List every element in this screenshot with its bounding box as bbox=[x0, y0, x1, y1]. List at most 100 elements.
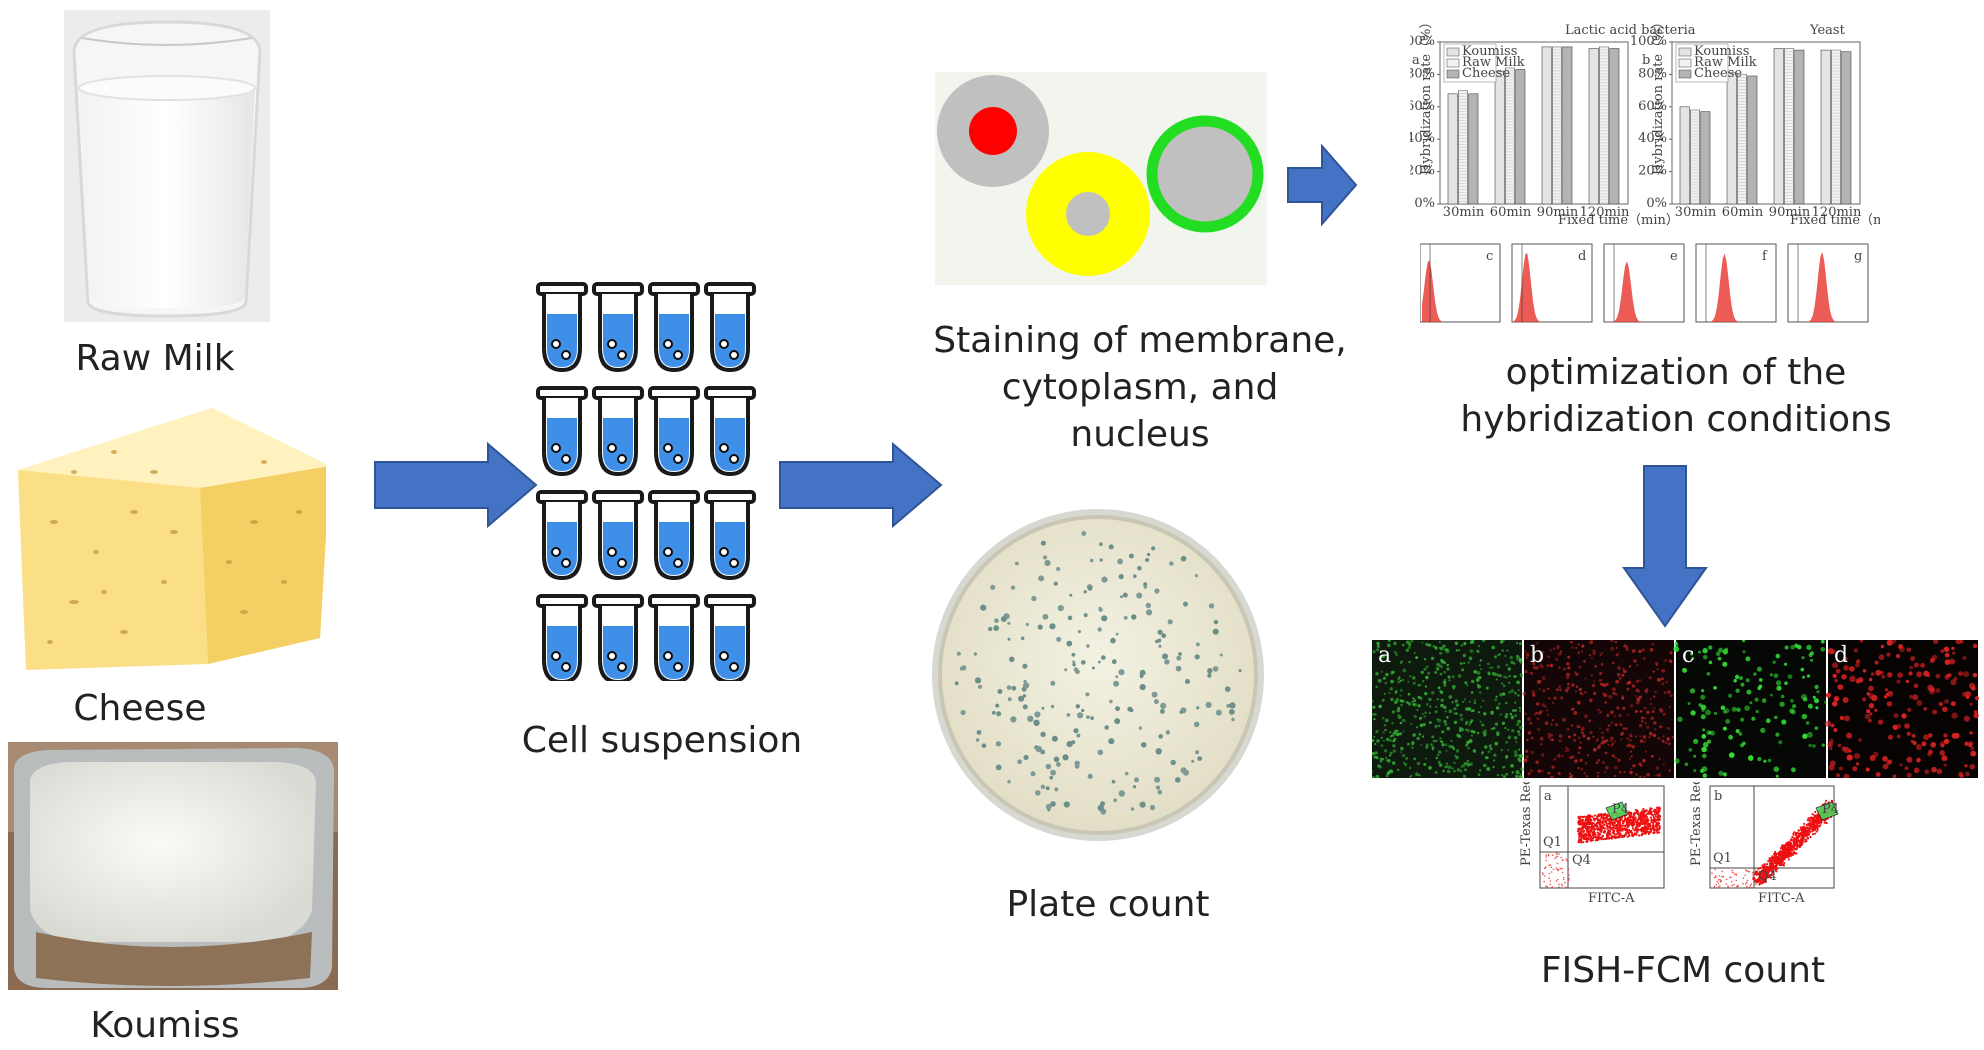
colony-dot bbox=[1162, 653, 1168, 660]
legend-swatch bbox=[1678, 47, 1692, 57]
bar bbox=[1588, 48, 1599, 205]
colony-dot bbox=[1118, 790, 1125, 797]
flow-histogram: d bbox=[1511, 243, 1593, 323]
fish-fcm-label: FISH-FCM count bbox=[1540, 950, 1826, 991]
colony-dot bbox=[1108, 544, 1114, 550]
raw-milk-label: Raw Milk bbox=[75, 338, 235, 379]
colony-dot bbox=[1040, 784, 1046, 789]
bar bbox=[1505, 67, 1515, 205]
test-tube-icon bbox=[648, 282, 700, 373]
histogram-label: e bbox=[1670, 249, 1678, 264]
colony-dot bbox=[1117, 558, 1123, 565]
colony-dot bbox=[1097, 627, 1102, 632]
bar bbox=[1747, 75, 1758, 205]
x-tick-label: 30min bbox=[1443, 205, 1485, 220]
y-tick-label: 40% bbox=[1638, 131, 1667, 146]
bar bbox=[1494, 70, 1505, 205]
colony-dot bbox=[1101, 576, 1108, 583]
red-nucleus-stain bbox=[969, 107, 1017, 155]
colony-dot bbox=[1072, 660, 1076, 664]
micrograph-label: d bbox=[1834, 643, 1848, 668]
colony-dot bbox=[1050, 680, 1056, 686]
colony-dot bbox=[1010, 716, 1017, 723]
test-tube-grid bbox=[536, 282, 756, 681]
legend-swatch bbox=[1678, 69, 1692, 79]
x-tick-label: 30min bbox=[1675, 205, 1717, 220]
colony-dot bbox=[1022, 663, 1028, 669]
y-tick-label: 20% bbox=[1638, 164, 1667, 179]
colony-dot bbox=[1131, 614, 1137, 620]
colony-dot bbox=[1118, 669, 1125, 676]
test-tube-icon bbox=[704, 490, 756, 581]
panel-label-b: b bbox=[1642, 53, 1650, 68]
colony-dot bbox=[997, 689, 1003, 694]
colony-dot bbox=[1219, 653, 1223, 657]
colony-dot bbox=[1071, 652, 1076, 657]
colony-dot bbox=[1149, 804, 1156, 811]
colony-dot bbox=[1037, 624, 1043, 630]
colony-dot bbox=[1022, 704, 1028, 710]
colony-dot bbox=[1161, 633, 1167, 639]
test-tube-icon bbox=[536, 594, 588, 681]
y-tick-label: 40% bbox=[1410, 131, 1435, 146]
colony-dot bbox=[1155, 785, 1161, 790]
colony-dot bbox=[1097, 804, 1104, 812]
colony-dot bbox=[1193, 721, 1200, 728]
plot-label: a bbox=[1544, 789, 1552, 804]
colony-dot bbox=[1134, 777, 1139, 783]
colony-dot bbox=[1158, 644, 1162, 648]
colony-dot bbox=[1139, 801, 1146, 808]
colony-dot bbox=[1157, 629, 1163, 635]
colony-dot bbox=[990, 584, 996, 590]
colony-dot bbox=[1071, 740, 1076, 745]
colony-dot bbox=[981, 743, 987, 748]
colony-dot bbox=[1111, 659, 1117, 665]
colony-dot bbox=[1169, 561, 1174, 566]
bar bbox=[1830, 49, 1841, 205]
colony-dot bbox=[1098, 606, 1102, 610]
colony-dot bbox=[1157, 789, 1163, 795]
colony-dot bbox=[1158, 734, 1163, 739]
colony-dot bbox=[1101, 615, 1108, 622]
colony-dot bbox=[1183, 601, 1188, 607]
colony-dot bbox=[1196, 706, 1200, 710]
colony-dot bbox=[980, 604, 987, 611]
colony-dot bbox=[1183, 769, 1189, 776]
colony-dot bbox=[1027, 715, 1034, 722]
colony-dot bbox=[1041, 706, 1045, 710]
colony-dot bbox=[996, 711, 1002, 717]
colony-dot bbox=[1067, 615, 1073, 621]
colony-dot bbox=[1212, 628, 1219, 635]
green-membrane-cell bbox=[1146, 115, 1264, 233]
legend-swatch bbox=[1678, 58, 1692, 68]
colony-dot bbox=[995, 741, 1002, 747]
colony-dot bbox=[1165, 730, 1171, 735]
test-tube-icon bbox=[648, 490, 700, 581]
colony-dot bbox=[1113, 798, 1117, 802]
cheese-wedge-icon bbox=[18, 408, 330, 670]
micrograph-panel: d bbox=[1824, 637, 1980, 780]
colony-dot bbox=[1086, 644, 1090, 648]
colony-dot bbox=[1010, 585, 1016, 590]
colony-dot bbox=[1099, 558, 1103, 562]
cell-suspension-label: Cell suspension bbox=[521, 720, 803, 761]
colony-dot bbox=[1050, 769, 1056, 776]
x-tick-label: 90min bbox=[1537, 205, 1579, 220]
colony-dot bbox=[1120, 595, 1123, 599]
colony-dot bbox=[991, 710, 996, 715]
legend-label: Koumiss bbox=[1462, 44, 1517, 59]
colony-dot bbox=[1114, 718, 1121, 725]
colony-dot bbox=[1175, 665, 1182, 672]
colony-dot bbox=[1122, 592, 1128, 598]
colony-dot bbox=[1017, 759, 1022, 765]
colony-dot bbox=[975, 738, 980, 742]
colony-dot bbox=[1045, 763, 1052, 770]
chart-b-ylabel: Hybridization rate（%） bbox=[1651, 20, 1666, 175]
bar bbox=[1457, 90, 1468, 205]
y-tick-label: 0% bbox=[1646, 196, 1667, 211]
plot-frame bbox=[1439, 41, 1629, 205]
x-tick-label: 120min bbox=[1580, 205, 1630, 220]
colony-dot bbox=[1185, 679, 1190, 684]
